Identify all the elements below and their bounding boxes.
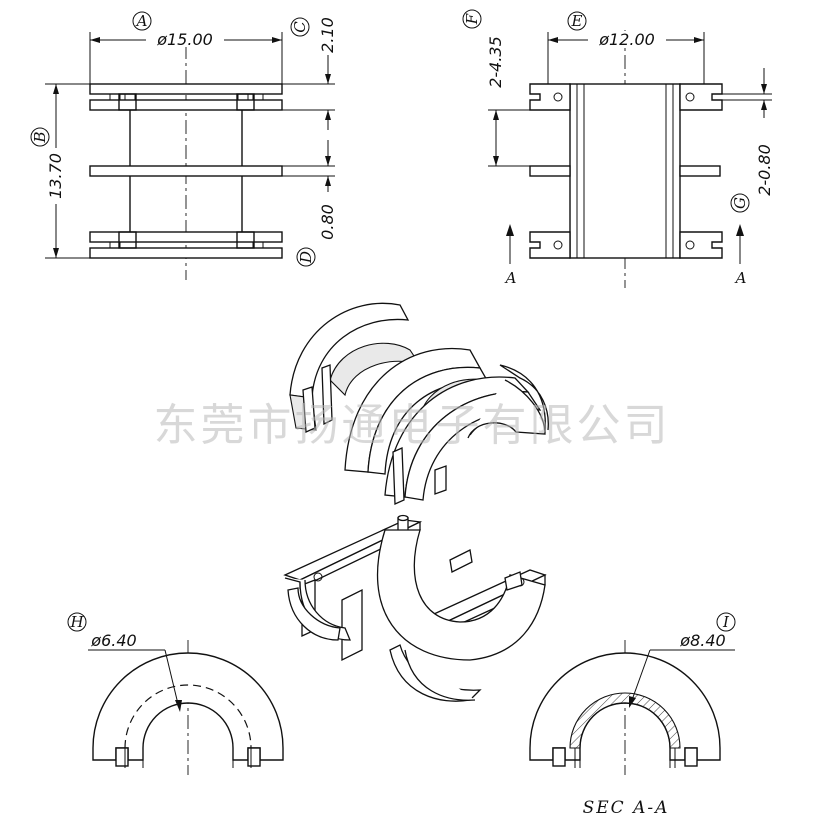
section-title: SEC A-A [583, 798, 670, 818]
label-h: H [69, 613, 84, 631]
side-spacing-dimension: 2-4.35 [486, 36, 505, 88]
label-c: C [291, 21, 309, 33]
isometric-lower-half [283, 514, 547, 702]
section-marker-right: A [734, 269, 747, 287]
label-b: B [31, 131, 49, 143]
front-width-dimension: ø15.00 [156, 30, 213, 49]
watermark: 东莞市扬通电子有限公司 [154, 400, 671, 451]
label-i: I [722, 613, 730, 631]
front-view: ø15.00 A 13.70 B 2.10 0.80 C D [30, 11, 337, 280]
isometric-upper-half [289, 302, 549, 505]
side-gap-dimension: 2-0.80 [755, 144, 774, 196]
section-view-i: ø8.40 I SEC A-A [529, 612, 736, 818]
flange-thickness-dimension: 2.10 [318, 17, 337, 53]
inner-diameter-dimension: ø6.40 [90, 631, 136, 650]
label-g: G [731, 197, 749, 209]
section-diameter-dimension: ø8.40 [679, 631, 725, 650]
label-e: E [571, 12, 583, 30]
section-marker-left: A [504, 269, 517, 287]
label-d: D [297, 251, 315, 264]
end-view-h: ø6.40 H [67, 612, 284, 775]
side-view: ø12.00 E 2-4.35 F 2-0.80 G A A [462, 9, 774, 288]
label-a: A [135, 12, 148, 30]
side-width-dimension: ø12.00 [598, 30, 655, 49]
front-height-dimension: 13.70 [46, 153, 65, 199]
label-f: F [463, 13, 481, 25]
pin-thickness-dimension: 0.80 [318, 204, 337, 240]
